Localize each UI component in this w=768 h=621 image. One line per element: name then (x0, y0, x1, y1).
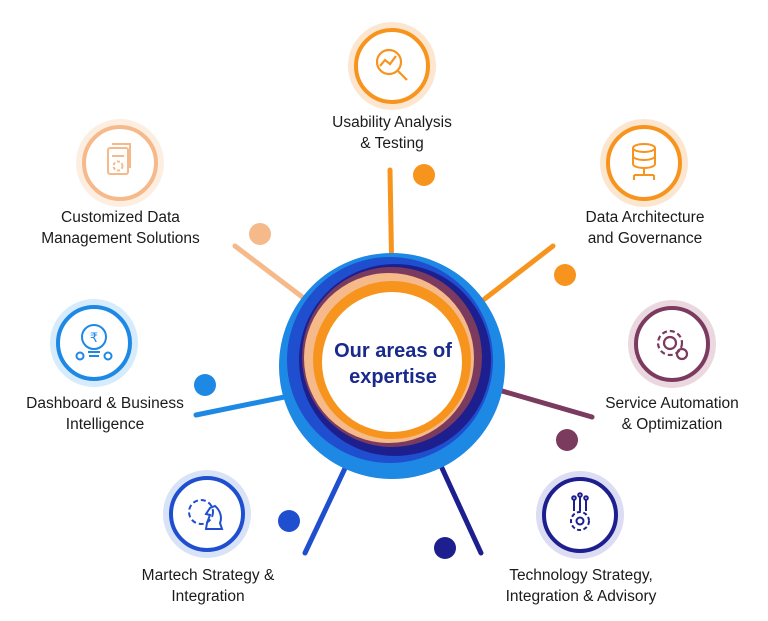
label-service-automation: Service Automation & Optimization (605, 395, 739, 433)
label-usability: Usability Analysis & Testing (332, 114, 452, 152)
badge-customized-data (76, 119, 164, 207)
label-technology-strategy: Technology Strategy, Integration & Advis… (505, 567, 657, 605)
gear-automation-icon (656, 329, 689, 361)
center-title-line1: Our areas of (334, 340, 452, 362)
center-title: Our areas of expertise (318, 338, 468, 390)
dot-peach (249, 223, 271, 245)
badge-technology-strategy (536, 471, 624, 559)
center-title-line2: expertise (349, 366, 437, 388)
dot-plum (556, 429, 578, 451)
dot-royal-blue (278, 510, 300, 532)
badge-data-architecture (600, 119, 688, 207)
circuit-gear-icon (570, 492, 590, 531)
dot-navy (434, 537, 456, 559)
spokes (193, 167, 595, 556)
label-dashboard: Dashboard & Business Intelligence (26, 395, 184, 433)
documents-gear-icon (107, 143, 131, 175)
badges: ₹ (50, 22, 716, 559)
rupee-bulb-icon (75, 324, 113, 361)
badge-martech (163, 470, 251, 558)
label-customized-data: Customized Data Management Solutions (41, 209, 200, 247)
rupee-symbol: ₹ (90, 331, 98, 346)
database-icon (632, 143, 656, 180)
dot-orange (413, 164, 435, 186)
dot-orange-right (554, 264, 576, 286)
label-martech: Martech Strategy & Integration (141, 567, 275, 605)
badge-service-automation (628, 300, 716, 388)
badge-dashboard: ₹ (50, 299, 138, 387)
label-data-architecture: Data Architecture and Governance (585, 209, 705, 247)
dot-sky-blue (194, 374, 216, 396)
badge-usability (348, 22, 436, 110)
magnifier-analysis-icon (375, 48, 408, 81)
dots (194, 164, 578, 559)
chess-knight-gear-icon (188, 499, 224, 530)
hub (279, 253, 505, 479)
